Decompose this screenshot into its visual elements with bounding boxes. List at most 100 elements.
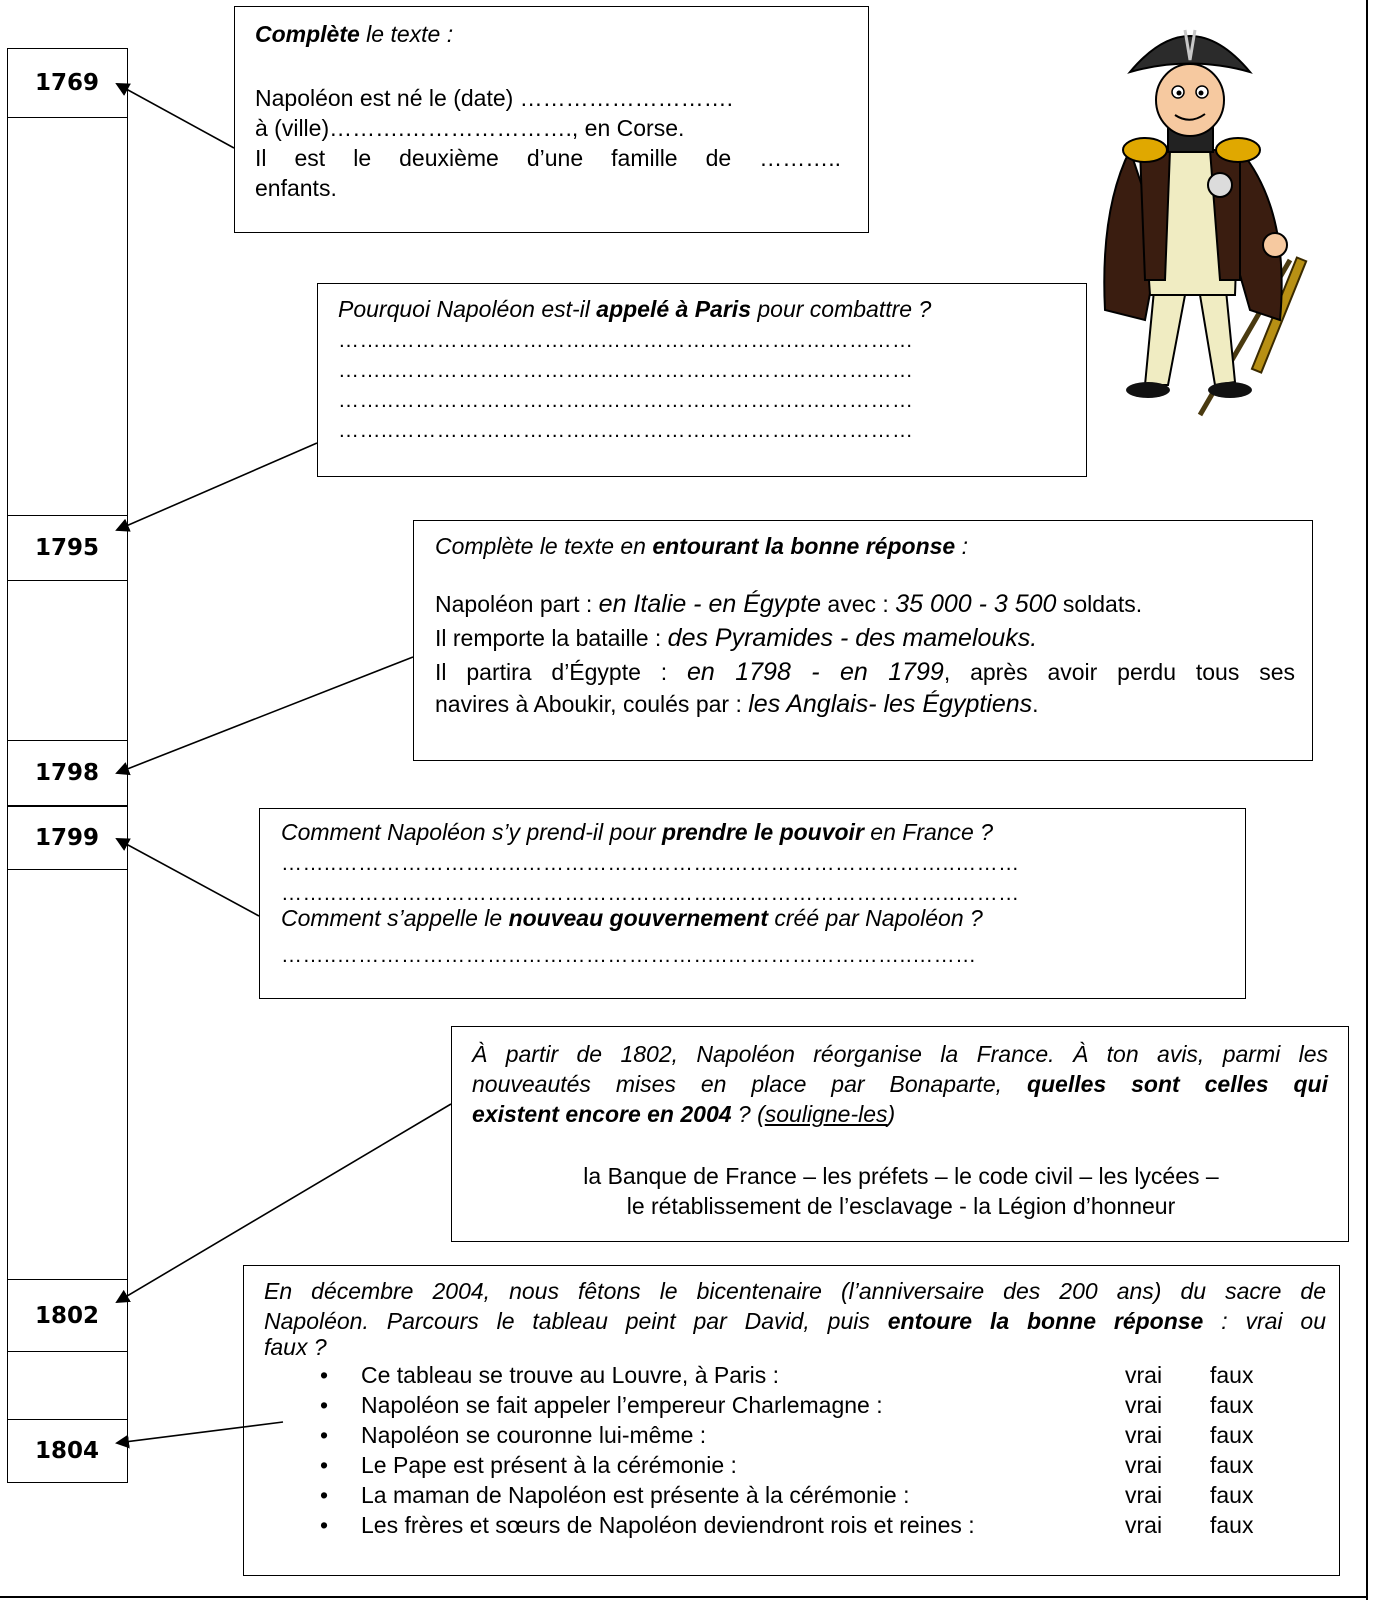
l1-a: Napoléon part : bbox=[435, 591, 599, 617]
year-1802: 1802 bbox=[7, 1279, 128, 1352]
tf-statement: Napoléon se fait appeler l’empereur Char… bbox=[361, 1392, 883, 1418]
tf-item: • La maman de Napoléon est présente à la … bbox=[244, 1480, 1339, 1510]
box-1802-line2: nouveautés mises en place par Bonaparte,… bbox=[472, 1069, 1328, 1099]
box-1798-line3: Il partira d’Égypte : en 1798 - en 1799,… bbox=[435, 657, 1295, 687]
box-1804-line3: faux ? bbox=[264, 1334, 327, 1360]
choice-soldiers[interactable]: 35 000 - 3 500 bbox=[895, 590, 1057, 618]
hand bbox=[1262, 232, 1288, 258]
q2-bold: nouveau gouvernement bbox=[508, 905, 768, 931]
l2-b: quelles sont celles qui bbox=[1026, 1071, 1328, 1097]
answer-line-2[interactable]: ……..………………………..………………………..…………… bbox=[338, 360, 914, 382]
tf-item: •Napoléon se fait appeler l’empereur Cha… bbox=[244, 1390, 1339, 1420]
arrow-1804 bbox=[115, 1421, 284, 1449]
box-1798: Complète le texte en entourant la bonne … bbox=[413, 520, 1313, 761]
q2-post: créé par Napoléon ? bbox=[768, 905, 983, 931]
l3-a: Il partira d’Égypte : bbox=[435, 659, 688, 685]
left-shoe bbox=[1126, 382, 1170, 398]
q1-bold: prendre le pouvoir bbox=[661, 819, 864, 845]
box-1769-title-bold: Complète bbox=[255, 21, 360, 47]
arrow-1799 bbox=[115, 838, 260, 917]
box-1798-title-pre: Complète le texte en bbox=[435, 533, 653, 559]
l2-c: : vrai ou bbox=[1203, 1308, 1326, 1334]
tf-statement: Le Pape est présent à la cérémonie : bbox=[361, 1452, 737, 1478]
bullet: • bbox=[320, 1452, 329, 1478]
box-1795-q-bold: appelé à Paris bbox=[596, 296, 751, 322]
q1-pre: Comment Napoléon s’y prend-il pour bbox=[281, 819, 662, 845]
l4-a: navires à Aboukir, coulés par : bbox=[435, 691, 749, 717]
tf-statement: La maman de Napoléon est présente à la c… bbox=[361, 1482, 910, 1508]
l2-a: Napoléon. Parcours le tableau peint par … bbox=[264, 1308, 888, 1334]
medal bbox=[1207, 172, 1233, 198]
choice-year[interactable]: en 1798 - en 1799 bbox=[687, 658, 944, 686]
box-1795: Pourquoi Napoléon est-il appelé à Paris … bbox=[317, 283, 1087, 477]
choice-destination[interactable]: en Italie - en Égypte bbox=[598, 590, 822, 618]
l1-c: avec : bbox=[821, 591, 896, 617]
choice-enemy[interactable]: les Anglais- les Égyptiens bbox=[748, 690, 1033, 718]
choice-vrai[interactable]: vrai bbox=[1125, 1452, 1163, 1478]
choice-vrai[interactable]: vrai bbox=[1125, 1392, 1163, 1418]
box-1802-line3: existent encore en 2004 ? (souligne-les) bbox=[472, 1099, 895, 1129]
choice-faux[interactable]: faux bbox=[1210, 1392, 1254, 1418]
box-1798-title-post: : bbox=[955, 533, 968, 559]
choice-faux[interactable]: faux bbox=[1210, 1512, 1254, 1538]
napoleon-illustration bbox=[1103, 29, 1308, 417]
box-1804-line2: Napoléon. Parcours le tableau peint par … bbox=[264, 1306, 1326, 1336]
answer-line-4[interactable]: ……..………………………..………………………..…………… bbox=[338, 420, 914, 442]
box-1802-line1: À partir de 1802, Napoléon réorganise la… bbox=[472, 1041, 1328, 1067]
choice-faux[interactable]: faux bbox=[1210, 1452, 1254, 1478]
box-1769-line2[interactable]: à (ville)……….…………………., en Corse. bbox=[255, 115, 685, 141]
bullet: • bbox=[320, 1512, 329, 1538]
box-1802: À partir de 1802, Napoléon réorganise la… bbox=[451, 1026, 1349, 1242]
choice-vrai[interactable]: vrai bbox=[1125, 1362, 1163, 1388]
box-1795-q-post: pour combattre ? bbox=[750, 296, 932, 322]
choice-vrai[interactable]: vrai bbox=[1125, 1512, 1163, 1538]
left-pupil bbox=[1176, 90, 1182, 96]
arrow-1795 bbox=[115, 442, 318, 532]
arrow-1769 bbox=[115, 83, 235, 149]
arrow-1798 bbox=[115, 656, 414, 776]
reforms-list-line1[interactable]: la Banque de France – les préfets – le c… bbox=[583, 1163, 1219, 1189]
l4-c: . bbox=[1032, 691, 1039, 717]
year-1769: 1769 bbox=[7, 48, 128, 118]
tf-statement: Napoléon se couronne lui-même : bbox=[361, 1422, 707, 1448]
box-1795-q-pre: Pourquoi Napoléon est-il bbox=[338, 296, 597, 322]
box-1799-question-1: Comment Napoléon s’y prend-il pour prend… bbox=[281, 817, 993, 847]
box-1798-line1: Napoléon part : en Italie - en Égypte av… bbox=[435, 589, 1142, 619]
year-1799: 1799 bbox=[7, 806, 128, 870]
choice-battle[interactable]: des Pyramides - des mamelouks. bbox=[667, 624, 1038, 652]
choice-faux[interactable]: faux bbox=[1210, 1422, 1254, 1448]
box-1769-line1[interactable]: Napoléon est né le (date) ………………………. bbox=[255, 85, 734, 111]
answer-line-pouvoir-1[interactable]: ……..……………………..………………………..…………………………..……… bbox=[281, 853, 1020, 875]
box-1769-title: Complète le texte : bbox=[255, 19, 453, 49]
l3-b: existent encore en 2004 bbox=[472, 1101, 732, 1127]
l3-c: , après avoir perdu tous ses bbox=[943, 659, 1295, 685]
box-1798-title: Complète le texte en entourant la bonne … bbox=[435, 531, 968, 561]
answer-line-3[interactable]: ……..………………………..………………………..…………… bbox=[338, 390, 914, 412]
arrow-1802 bbox=[115, 1103, 452, 1304]
box-1798-line4: navires à Aboukir, coulés par : les Angl… bbox=[435, 689, 1039, 719]
reforms-list-line2[interactable]: le rétablissement de l’esclavage - la Lé… bbox=[626, 1193, 1176, 1219]
box-1799: Comment Napoléon s’y prend-il pour prend… bbox=[259, 808, 1246, 999]
box-1798-line2: Il remporte la bataille : des Pyramides … bbox=[435, 623, 1037, 653]
answer-line-pouvoir-2[interactable]: ……..……………………..………………………..…………………………..……… bbox=[281, 883, 1020, 905]
box-1804: En décembre 2004, nous fêtons le bicente… bbox=[243, 1265, 1340, 1576]
box-1769-line4: enfants. bbox=[255, 175, 337, 201]
l2-a: Il remporte la bataille : bbox=[435, 625, 668, 651]
choice-faux[interactable]: faux bbox=[1210, 1362, 1254, 1388]
box-1769-title-rest: le texte : bbox=[359, 21, 454, 47]
epaulette-right bbox=[1215, 137, 1261, 163]
tf-item: •Ce tableau se trouve au Louvre, à Paris… bbox=[244, 1360, 1339, 1390]
box-1769-line3[interactable]: Il est le deuxième d’une famille de ……….… bbox=[255, 145, 841, 171]
choice-faux[interactable]: faux bbox=[1210, 1482, 1254, 1508]
l3-d: ) bbox=[887, 1101, 896, 1127]
bullet: • bbox=[320, 1482, 329, 1508]
box-1798-title-bold: entourant la bonne réponse bbox=[652, 533, 956, 559]
page-right-border bbox=[1366, 0, 1368, 1600]
true-false-list: •Ce tableau se trouve au Louvre, à Paris… bbox=[244, 1360, 1339, 1540]
answer-line-gouvernement[interactable]: ……..……………………..………………………..……………………..……… bbox=[281, 945, 977, 967]
choice-vrai[interactable]: vrai bbox=[1125, 1482, 1163, 1508]
choice-vrai[interactable]: vrai bbox=[1125, 1422, 1163, 1448]
answer-line-1[interactable]: ……..………………………..………………………..…………… bbox=[338, 330, 914, 352]
